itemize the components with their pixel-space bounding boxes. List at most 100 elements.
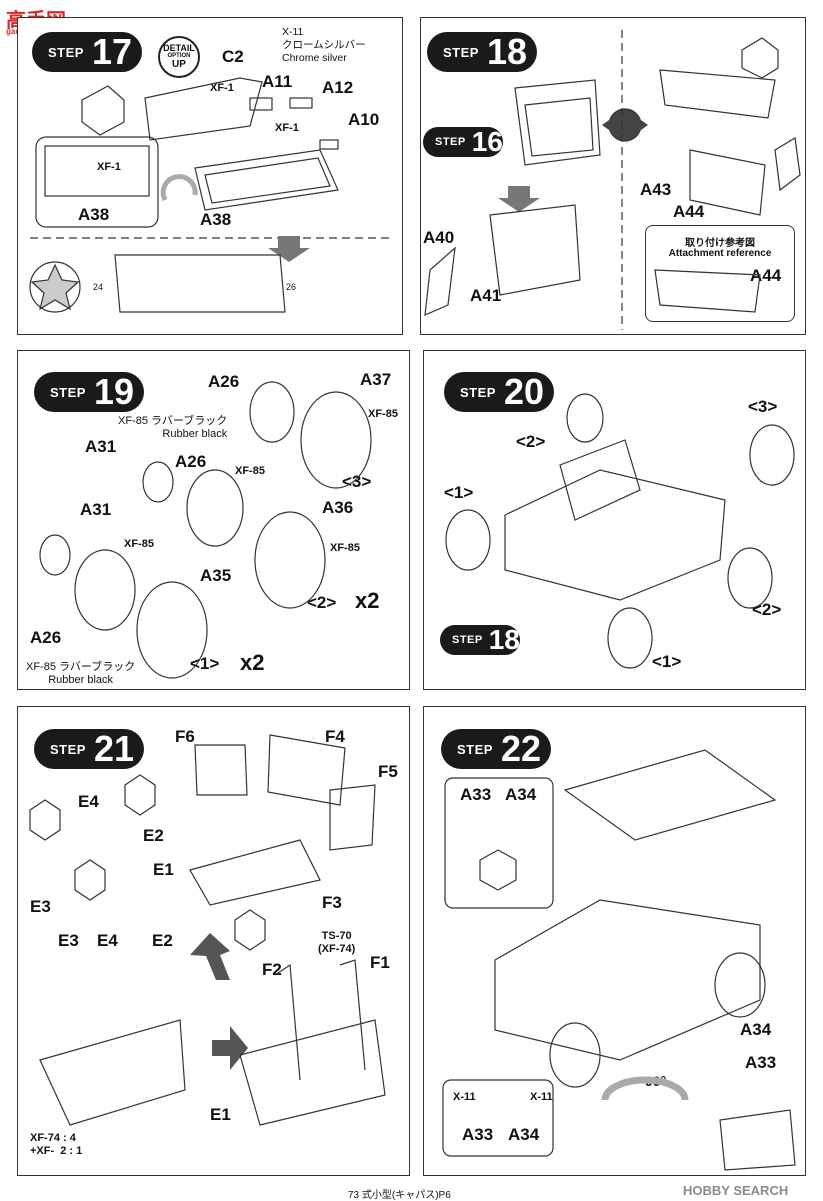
hub-a31-drawing (39, 534, 71, 576)
part-a12-drawing (289, 97, 313, 109)
paint-label: XF-85 (235, 465, 265, 477)
step-word: STEP (48, 44, 84, 60)
step-18-badge: STEP 18 (427, 32, 537, 72)
part-label: A31 (80, 500, 112, 519)
part-label: A37 (360, 370, 392, 389)
step-19-badge: STEP 19 (34, 372, 144, 412)
windshield-up-drawing (514, 79, 601, 166)
tire-a37-drawing (300, 391, 372, 489)
step22-drawing (442, 749, 796, 1171)
step-number: 20 (503, 371, 545, 412)
part-a40-drawing (424, 246, 456, 316)
wheel-mark: <1> (652, 652, 682, 671)
right-arrow-icon (212, 1026, 248, 1070)
part-label: A10 (348, 110, 380, 129)
wheel-mark: <3> (748, 397, 778, 416)
part-label: A26 (208, 372, 240, 391)
part-a10-drawing (319, 139, 339, 150)
step-word: STEP (460, 384, 496, 400)
wheel-mark: <3> (342, 472, 372, 491)
page-caption: 73 式小型(キャパス)P6 (348, 1190, 451, 1201)
part-label: A33 (460, 785, 492, 804)
part-label: A33 (462, 1125, 494, 1144)
panel-f5-drawing (329, 784, 376, 851)
paint-mix-ratio: XF-74 : 4 +XF- 2 : 1 (30, 1132, 83, 1157)
part-label: A40 (423, 228, 455, 247)
badge-line1: DETAIL (163, 43, 195, 53)
part-label: A11 (262, 72, 293, 91)
rotate-arrow-icon (601, 1076, 689, 1101)
step-21-badge: STEP 21 (34, 729, 144, 769)
glue-icon (81, 85, 125, 136)
mirror-inset-box (444, 777, 554, 909)
part-label: A26 (30, 628, 62, 647)
swap-arrows-icon (602, 115, 648, 135)
jeep-windshield-drawing (559, 439, 641, 521)
glue-icon (29, 799, 61, 841)
down-arrow-icon (498, 186, 540, 212)
wheel-2-drawing (749, 424, 795, 486)
part-label: A12 (322, 78, 354, 97)
part-label: F1 (370, 953, 390, 972)
windshield-glass-drawing (524, 97, 594, 157)
glue-icon (74, 859, 106, 901)
jeep-body-drawing (494, 899, 761, 1061)
tire-a35-drawing (136, 581, 208, 679)
part-label: A34 (740, 1020, 772, 1039)
part-label: A38 (78, 205, 110, 224)
seat-frame-drawing (274, 959, 366, 1081)
step-number: 16 (471, 126, 503, 157)
step-number: 18 (488, 624, 520, 655)
attach-title-jp: 取り付け参考図 (685, 238, 755, 249)
windshield-frame-a38 (194, 149, 339, 211)
part-label: C2 (222, 47, 244, 66)
part-label: F3 (322, 893, 342, 912)
part-label: A33 (745, 1053, 777, 1072)
step-word: STEP (457, 741, 493, 757)
step-number: 21 (93, 728, 135, 769)
rear-body-drawing (239, 1019, 386, 1126)
wheel-mark: <1> (444, 483, 474, 502)
paint-callout-ts70: TS-70 (XF-74) (318, 930, 356, 955)
wheel-1-drawing (607, 607, 653, 669)
wheel-2-drawing (727, 547, 773, 609)
part-label: E1 (153, 860, 174, 879)
tire-a26-drawing (186, 469, 244, 547)
decal-star-icon (30, 263, 80, 311)
badge-line3: UP (172, 59, 186, 70)
part-label: E2 (143, 826, 164, 845)
inset-frame-drawing (44, 145, 150, 197)
paint-rubber-black: XF-85 ラバーブラック Rubber black (118, 415, 228, 440)
decal-badge-icon (29, 261, 81, 313)
step-17-badge: STEP 17 (32, 32, 142, 72)
quantity-multiplier: x2 (240, 650, 265, 675)
jeep-body-drawing (504, 469, 726, 601)
paint-label: XF-85 (368, 408, 398, 420)
paint-label: X-11 (453, 1091, 476, 1103)
paint-label: XF-1 (275, 122, 299, 134)
part-label: E3 (58, 931, 79, 950)
mirror-paint-box (442, 1079, 554, 1157)
part-label: A35 (200, 566, 232, 585)
hub-a31-drawing (142, 461, 174, 503)
panel-f4-drawing (267, 734, 346, 806)
step-16-ref-badge: STEP 16 (423, 127, 503, 157)
paint-callout-chrome-silver: X-11 クロームシルバー Chrome silver (282, 26, 366, 64)
step17-drawing (29, 77, 390, 313)
windshield-part-c2 (144, 77, 263, 141)
hobby-search-watermark: HOBBY SEARCH (683, 1183, 789, 1198)
windshield-folded-drawing (489, 204, 581, 296)
tire-a36-drawing (254, 511, 326, 609)
step-word: STEP (435, 136, 466, 148)
part-label: A44 (750, 266, 782, 285)
step21-drawing (29, 734, 386, 1126)
glue-icon (234, 909, 266, 951)
step-18-ref-badge: STEP 18 (440, 625, 520, 655)
tire-a26-drawing (74, 549, 136, 631)
step20-drawing (445, 393, 795, 669)
part-label: E2 (152, 931, 173, 950)
step-22-badge: STEP 22 (441, 729, 551, 769)
glue-icon (124, 774, 156, 816)
paint-label: XF-85 (330, 542, 360, 554)
diagonal-arrow-icon (190, 933, 230, 980)
